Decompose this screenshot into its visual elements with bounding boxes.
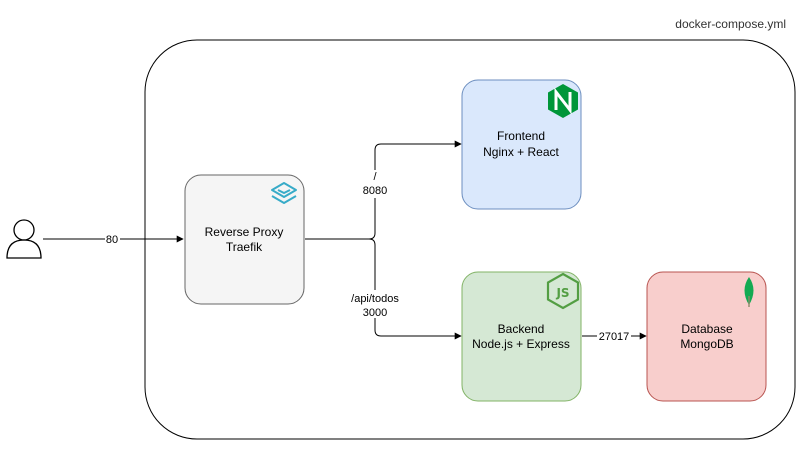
edge-label-port-27017: 27017 [599, 331, 630, 343]
node-database: Database MongoDB [646, 271, 767, 402]
svg-text:JS: JS [555, 286, 569, 300]
backend-title: Backend [498, 322, 545, 336]
node-backend: JS Backend Node.js + Express [461, 271, 582, 402]
edge-label-backend-path: /api/todos [351, 293, 399, 305]
nodejs-icon: JS [546, 272, 580, 310]
proxy-subtitle: Traefik [226, 240, 263, 254]
node-reverse-proxy: Reverse Proxy Traefik [184, 174, 305, 305]
edge-backend-to-database: 27017 [582, 329, 647, 343]
backend-subtitle: Node.js + Express [472, 337, 570, 351]
edge-label-frontend-path: / [373, 171, 377, 183]
database-subtitle: MongoDB [680, 337, 733, 351]
frontend-title: Frontend [497, 129, 545, 143]
frontend-subtitle: Nginx + React [483, 145, 559, 159]
user-icon [6, 219, 42, 259]
mongodb-icon [744, 277, 754, 307]
edge-proxy-to-backend: /api/todos 3000 [305, 238, 462, 340]
node-frontend: Frontend Nginx + React [461, 79, 582, 210]
edge-label-port-80: 80 [106, 234, 118, 246]
edge-proxy-to-frontend: / 8080 [305, 140, 462, 240]
edge-user-to-proxy: 80 [43, 232, 184, 246]
edge-label-frontend-port: 8080 [363, 185, 387, 197]
edge-label-backend-port: 3000 [363, 307, 387, 319]
nginx-icon [548, 84, 578, 118]
database-title: Database [681, 322, 733, 336]
traefik-icon [271, 182, 297, 204]
compose-file-label: docker-compose.yml [675, 17, 786, 31]
proxy-title: Reverse Proxy [205, 225, 284, 239]
